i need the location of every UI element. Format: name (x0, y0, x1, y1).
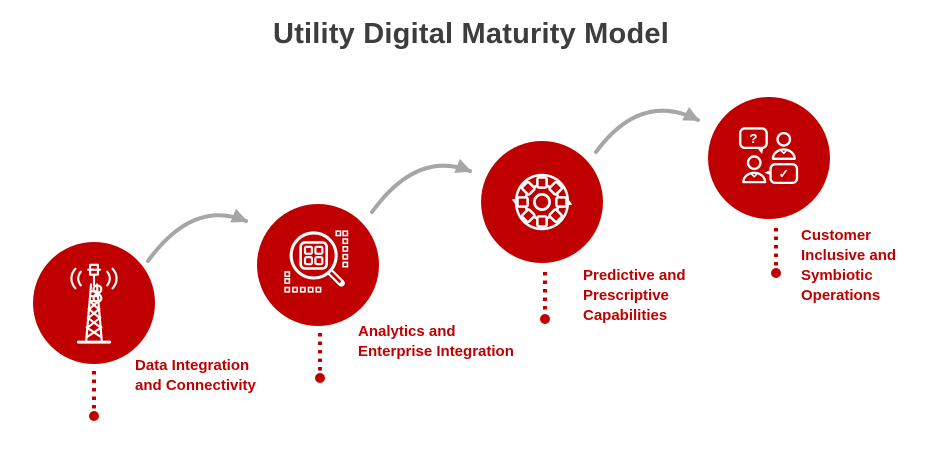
gear-process-icon (511, 173, 573, 231)
stage-4-circle: ? ✓ (708, 97, 830, 219)
analytics-magnifier-icon (284, 230, 349, 293)
stage-4-end-dot (771, 268, 781, 278)
curved-arrow-2 (370, 158, 472, 214)
stage-3-end-dot (540, 314, 550, 324)
stage-2-end-dot (315, 373, 325, 383)
person-bottom-left (742, 155, 767, 184)
customer-support-icon: ? ✓ (739, 127, 799, 185)
stage-1-circle (33, 242, 155, 364)
stage-1-dotted-connector (92, 371, 96, 411)
stage-2-circle (257, 204, 379, 326)
check-bubble: ✓ (764, 163, 799, 185)
stage-3-dotted-connector (543, 272, 547, 314)
question-bubble: ? (739, 127, 768, 155)
stage-3-circle (481, 141, 603, 263)
curved-arrow-3 (594, 106, 700, 154)
question-glyph: ? (749, 131, 757, 146)
stage-1-end-dot (89, 411, 99, 421)
page-title: Utility Digital Maturity Model (273, 18, 669, 50)
stage-4-label: Customer Inclusive and Symbiotic Operati… (801, 227, 897, 304)
stage-1-label: Data Integration and Connectivity (135, 357, 256, 394)
person-top-right (771, 131, 796, 160)
transmission-tower-icon (70, 263, 118, 344)
curved-arrow-1 (146, 208, 248, 263)
stage-3-label: Predictive and Prescriptive Capabilities (583, 267, 686, 324)
stage-2-label: Analytics and Enterprise Integration (358, 323, 514, 360)
stage-4-dotted-connector (774, 228, 778, 268)
check-glyph: ✓ (779, 167, 789, 181)
stage-2-dotted-connector (318, 333, 322, 373)
